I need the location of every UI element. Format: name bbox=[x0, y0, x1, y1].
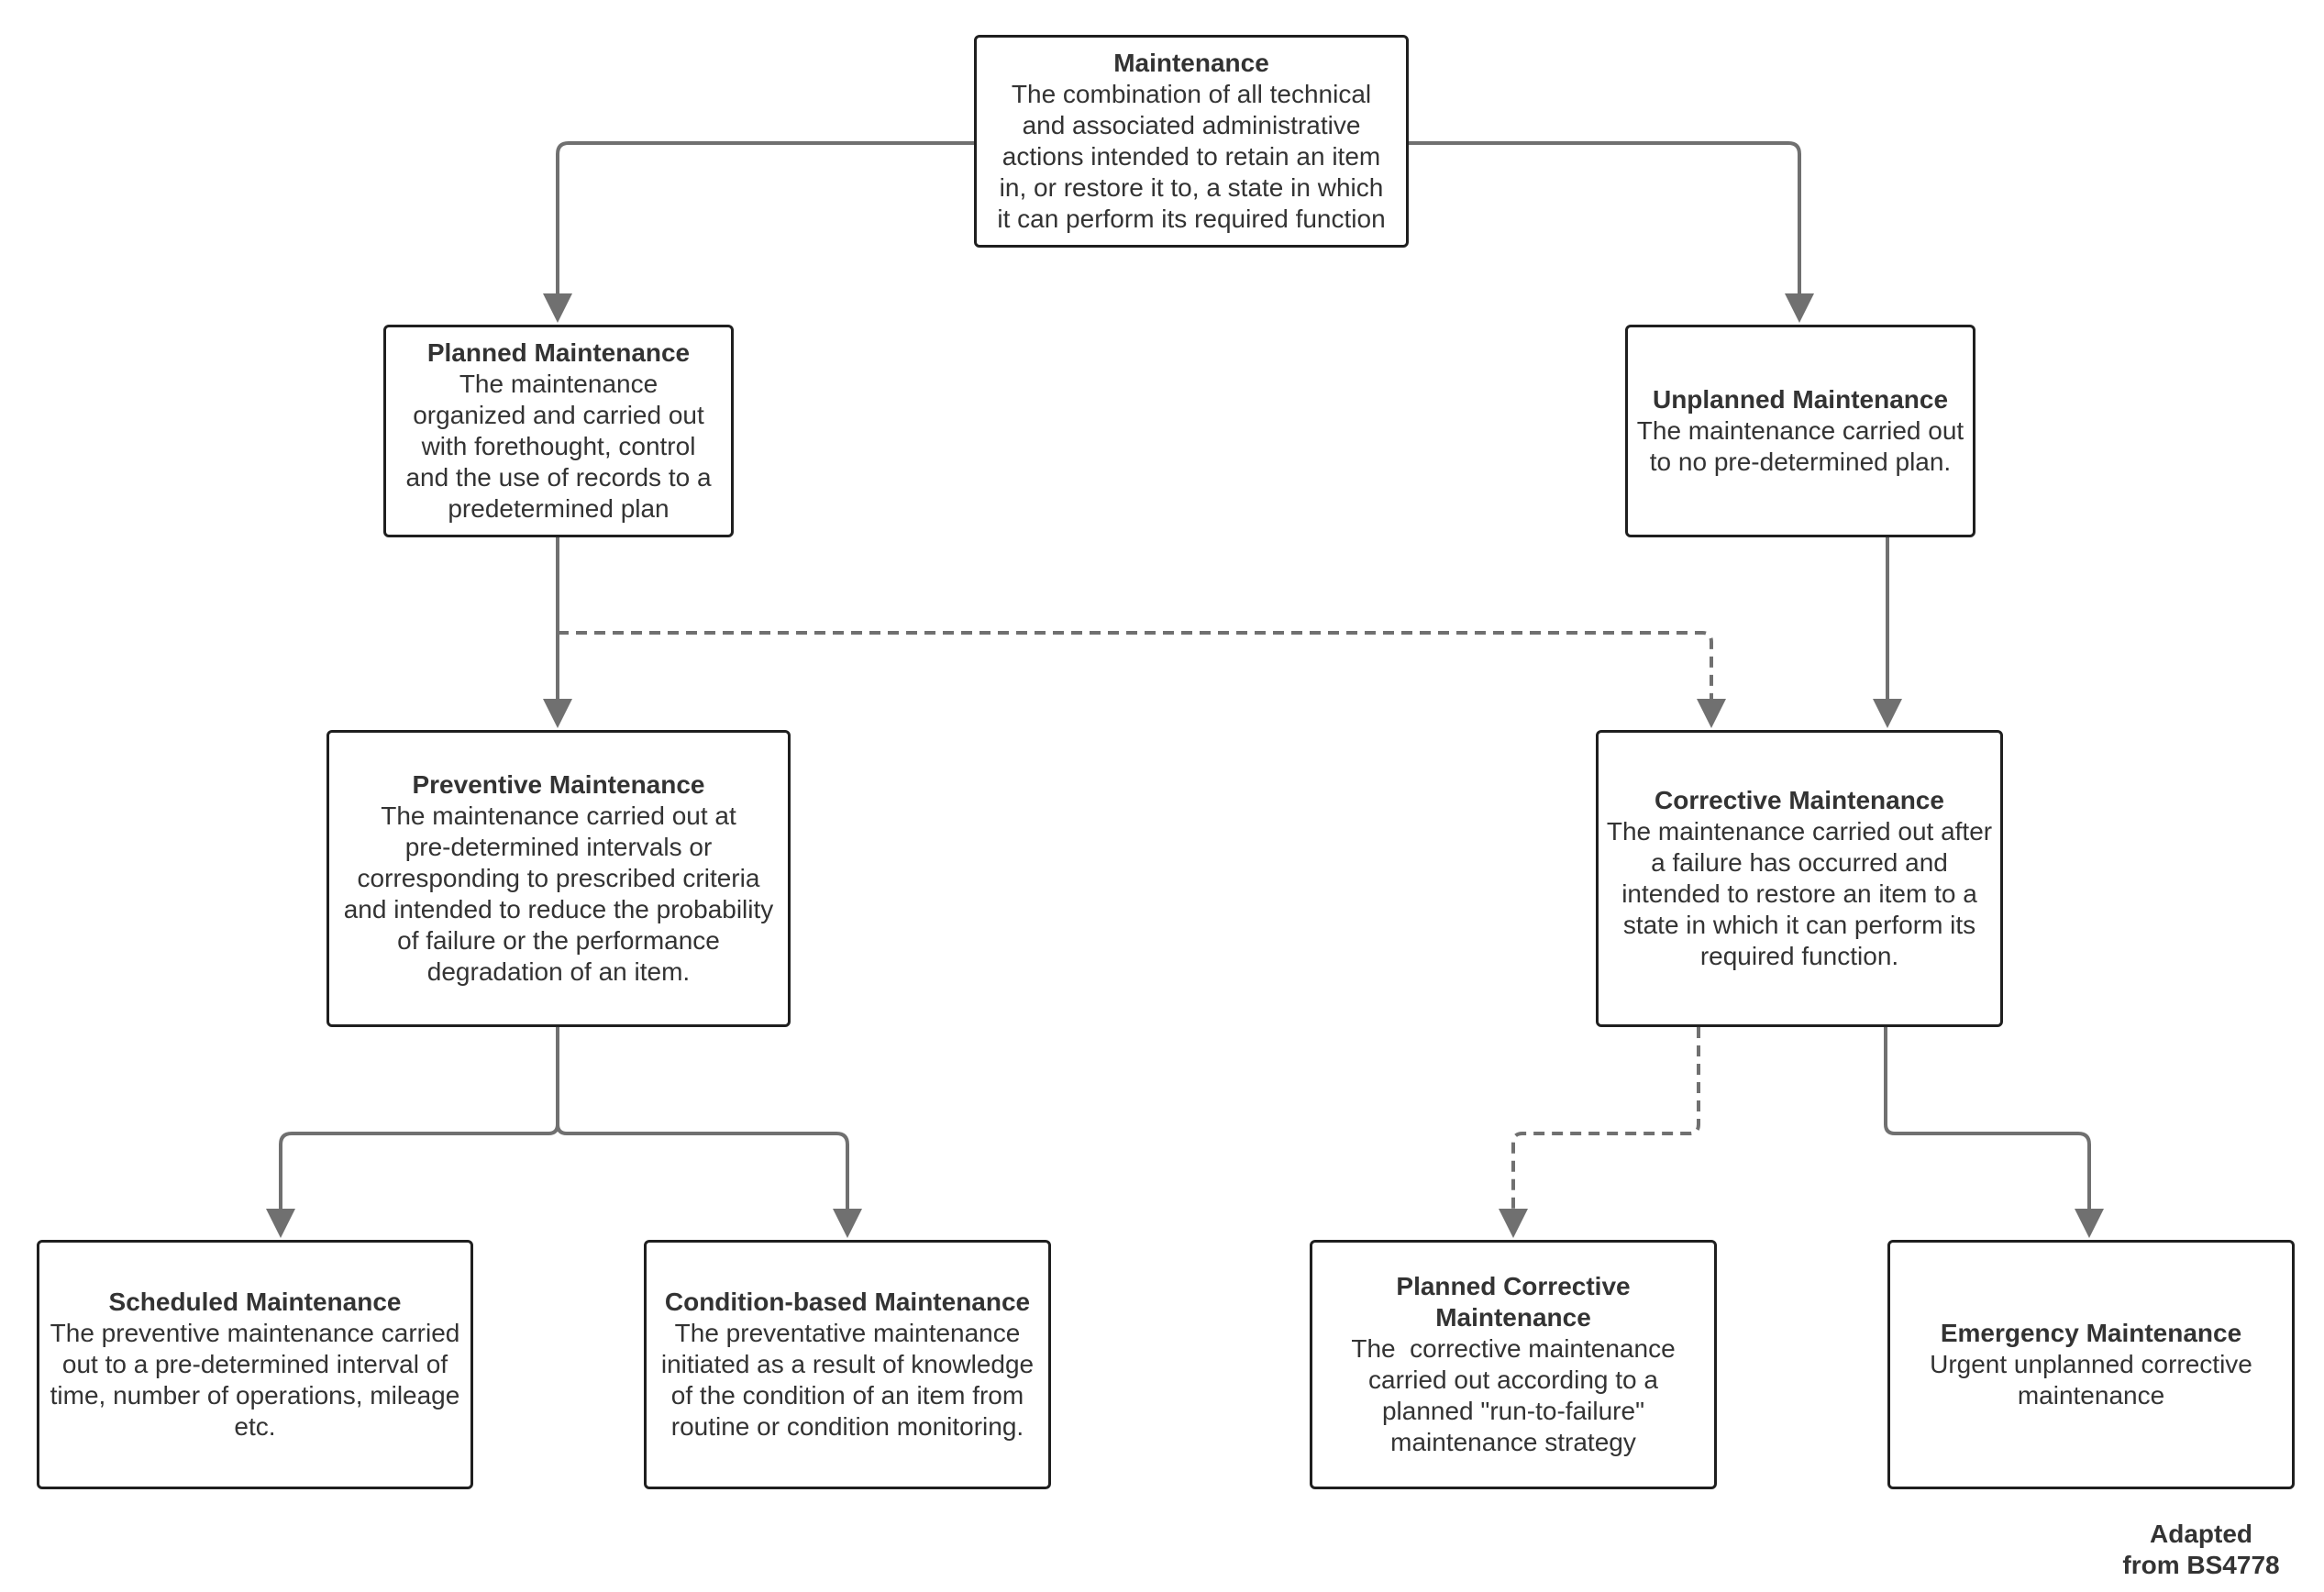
node-description-line: intended to restore an item to a bbox=[1621, 879, 1977, 908]
node-description-line: actions intended to retain an item bbox=[1002, 142, 1381, 171]
node-title: Preventive Maintenance bbox=[412, 770, 705, 799]
node-description-line: maintenance bbox=[2017, 1381, 2165, 1410]
node-title: Emergency Maintenance bbox=[1940, 1319, 2242, 1347]
node-description-line: etc. bbox=[234, 1412, 276, 1441]
node-description-line: in, or restore it to, a state in which bbox=[999, 173, 1384, 202]
node-description-line: corresponding to prescribed criteria bbox=[357, 864, 760, 892]
node-description-line: a failure has occurred and bbox=[1651, 848, 1948, 877]
node-description-line: organized and carried out bbox=[413, 401, 704, 429]
node-title: Planned Corrective bbox=[1396, 1272, 1631, 1300]
node-description-line: it can perform its required function bbox=[997, 205, 1386, 233]
footnote-line: Adapted bbox=[2150, 1520, 2252, 1548]
connector-corrective-to-emergency bbox=[1884, 1027, 2104, 1238]
connector-preventive-to-scheduled bbox=[266, 1027, 559, 1238]
node-condition-based-maintenance: Condition-based Maintenance The preventa… bbox=[644, 1240, 1051, 1489]
connector-corrective-to-planned-corrective-dashed bbox=[1499, 1027, 1700, 1238]
node-planned-corrective-maintenance: Planned Corrective Maintenance The corre… bbox=[1310, 1240, 1717, 1489]
node-description-line: and associated administrative bbox=[1022, 111, 1361, 139]
node-description-line: routine or condition monitoring. bbox=[670, 1412, 1024, 1441]
node-emergency-maintenance: Emergency Maintenance Urgent unplanned c… bbox=[1887, 1240, 2295, 1489]
node-description-line: state in which it can perform its bbox=[1622, 911, 1976, 939]
node-description-line: of the condition of an item from bbox=[670, 1381, 1024, 1410]
node-description-line: planned "run-to-failure" bbox=[1381, 1397, 1645, 1425]
node-description-line: The preventive maintenance carried bbox=[50, 1319, 460, 1347]
node-title: Maintenance bbox=[1435, 1303, 1591, 1332]
node-description-line: and intended to reduce the probability bbox=[343, 895, 774, 923]
node-description-line: The corrective maintenance bbox=[1351, 1334, 1676, 1363]
node-title: Maintenance bbox=[1113, 49, 1269, 77]
node-title: Planned Maintenance bbox=[426, 338, 691, 367]
node-description-line: maintenance strategy bbox=[1390, 1428, 1636, 1456]
connector-maintenance-to-unplanned bbox=[1407, 141, 1814, 323]
node-description-line: The maintenance carried out after bbox=[1606, 817, 1993, 846]
node-title: Corrective Maintenance bbox=[1654, 786, 1944, 814]
node-description-line: pre-determined intervals or bbox=[404, 833, 713, 861]
footnote-line: from BS4778 bbox=[2122, 1551, 2280, 1579]
node-description-line: Urgent unplanned corrective bbox=[1930, 1350, 2252, 1378]
node-maintenance: Maintenance The combination of all techn… bbox=[974, 35, 1409, 248]
node-description-line: degradation of an item. bbox=[426, 957, 691, 986]
node-description-line: time, number of operations, mileage bbox=[50, 1381, 460, 1410]
node-description-line: The combination of all technical bbox=[1011, 80, 1372, 108]
node-preventive-maintenance: Preventive Maintenance The maintenance c… bbox=[326, 730, 791, 1027]
node-description-line: carried out according to a bbox=[1368, 1365, 1658, 1394]
node-description-line: required function. bbox=[1699, 942, 1899, 970]
node-description-line: The maintenance bbox=[459, 370, 658, 398]
node-title: Condition-based Maintenance bbox=[664, 1288, 1031, 1316]
node-description-line: The maintenance carried out at bbox=[381, 802, 736, 830]
node-corrective-maintenance: Corrective Maintenance The maintenance c… bbox=[1596, 730, 2003, 1027]
node-description-line: The preventative maintenance bbox=[674, 1319, 1021, 1347]
connector-preventive-to-condition-based bbox=[556, 1123, 862, 1238]
node-description-line: The maintenance carried out bbox=[1636, 416, 1964, 445]
connector-planned-to-corrective-dashed bbox=[558, 631, 1726, 728]
connector-maintenance-to-planned bbox=[543, 141, 974, 323]
node-description-line: of failure or the performance bbox=[397, 926, 720, 955]
node-title: Unplanned Maintenance bbox=[1652, 385, 1949, 414]
node-description-line: predetermined plan bbox=[448, 494, 670, 523]
node-description-line: with forethought, control bbox=[421, 432, 696, 460]
node-scheduled-maintenance: Scheduled Maintenance The preventive mai… bbox=[37, 1240, 473, 1489]
node-title: Scheduled Maintenance bbox=[108, 1288, 402, 1316]
node-description-line: to no pre-determined plan. bbox=[1649, 448, 1952, 476]
node-description-line: initiated as a result of knowledge bbox=[660, 1350, 1035, 1378]
node-unplanned-maintenance: Unplanned Maintenance The maintenance ca… bbox=[1625, 325, 1975, 537]
node-description-line: out to a pre-determined interval of bbox=[61, 1350, 448, 1378]
node-description-line: and the use of records to a bbox=[405, 463, 712, 492]
node-planned-maintenance: Planned Maintenance The maintenance orga… bbox=[383, 325, 734, 537]
source-footnote: Adapted from BS4778 bbox=[2091, 1519, 2311, 1581]
